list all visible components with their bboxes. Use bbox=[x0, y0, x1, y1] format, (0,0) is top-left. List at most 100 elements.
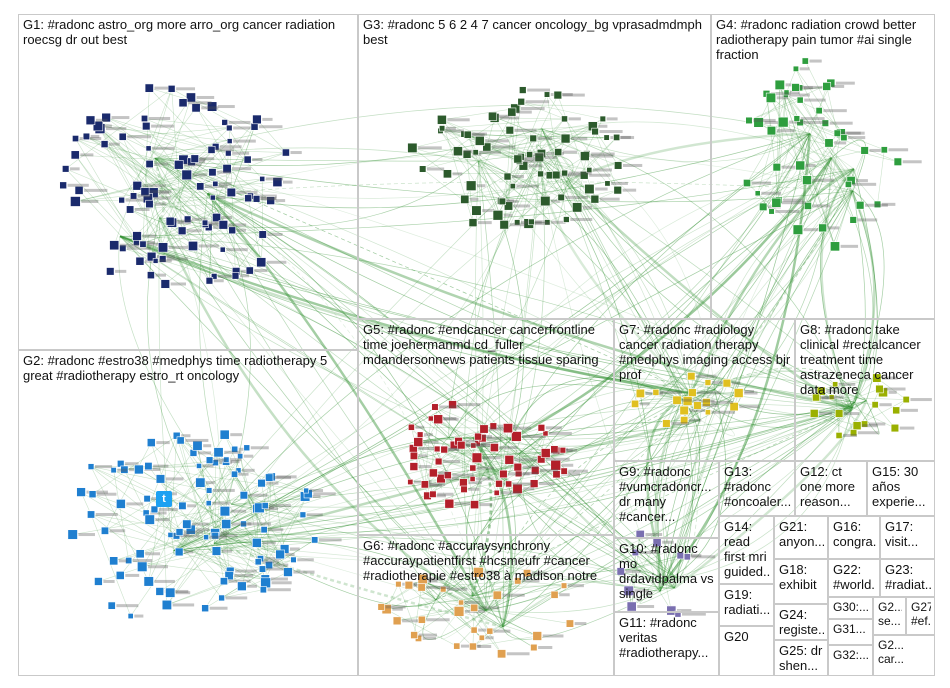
node[interactable] bbox=[499, 220, 509, 230]
node[interactable] bbox=[890, 423, 900, 433]
node[interactable] bbox=[586, 167, 593, 173]
node[interactable] bbox=[505, 126, 514, 135]
node[interactable] bbox=[140, 187, 150, 197]
node[interactable] bbox=[178, 501, 187, 510]
node[interactable] bbox=[237, 581, 247, 591]
node[interactable] bbox=[429, 468, 438, 478]
node[interactable] bbox=[145, 145, 152, 152]
node[interactable] bbox=[434, 457, 443, 466]
node[interactable] bbox=[437, 114, 447, 125]
node[interactable] bbox=[205, 456, 214, 464]
node[interactable] bbox=[174, 160, 184, 170]
node[interactable] bbox=[599, 115, 606, 123]
node[interactable] bbox=[118, 132, 127, 141]
node[interactable] bbox=[165, 587, 176, 598]
node[interactable] bbox=[413, 437, 424, 447]
node[interactable] bbox=[604, 180, 611, 187]
node[interactable] bbox=[118, 196, 125, 204]
node[interactable] bbox=[257, 478, 266, 488]
node[interactable] bbox=[420, 480, 429, 489]
node[interactable] bbox=[244, 194, 253, 203]
node[interactable] bbox=[259, 176, 266, 182]
node[interactable] bbox=[526, 151, 533, 158]
node[interactable] bbox=[561, 169, 568, 177]
node[interactable] bbox=[543, 91, 551, 98]
node[interactable] bbox=[221, 519, 232, 529]
node[interactable] bbox=[768, 208, 775, 215]
node[interactable] bbox=[431, 403, 439, 411]
node[interactable] bbox=[550, 445, 559, 454]
node[interactable] bbox=[537, 424, 546, 432]
node[interactable] bbox=[196, 463, 202, 469]
node[interactable] bbox=[72, 135, 79, 142]
node[interactable] bbox=[252, 537, 262, 548]
node[interactable] bbox=[507, 107, 517, 117]
node[interactable] bbox=[408, 423, 415, 431]
node[interactable] bbox=[802, 175, 812, 185]
node[interactable] bbox=[565, 619, 574, 628]
node[interactable] bbox=[208, 168, 217, 177]
node[interactable] bbox=[192, 440, 203, 451]
node[interactable] bbox=[470, 626, 478, 634]
node[interactable] bbox=[470, 500, 479, 510]
node[interactable] bbox=[155, 474, 166, 484]
node[interactable] bbox=[88, 490, 97, 499]
node[interactable] bbox=[513, 462, 523, 472]
node[interactable] bbox=[245, 266, 254, 275]
node[interactable] bbox=[219, 577, 228, 586]
node[interactable] bbox=[183, 215, 192, 223]
node[interactable] bbox=[159, 255, 167, 263]
node[interactable] bbox=[74, 186, 84, 195]
node[interactable] bbox=[444, 498, 455, 509]
node[interactable] bbox=[490, 443, 499, 452]
node[interactable] bbox=[303, 487, 309, 494]
node[interactable] bbox=[94, 577, 103, 586]
node[interactable] bbox=[219, 246, 226, 253]
node[interactable] bbox=[407, 478, 414, 485]
node[interactable] bbox=[100, 140, 109, 148]
node[interactable] bbox=[892, 406, 901, 415]
node[interactable] bbox=[282, 148, 290, 157]
node[interactable] bbox=[880, 146, 888, 154]
node[interactable] bbox=[239, 491, 248, 500]
node[interactable] bbox=[469, 476, 476, 482]
node[interactable] bbox=[144, 83, 154, 93]
node[interactable] bbox=[433, 414, 444, 425]
node[interactable] bbox=[453, 146, 463, 157]
node[interactable] bbox=[207, 145, 216, 154]
node[interactable] bbox=[801, 57, 809, 65]
node[interactable] bbox=[474, 432, 482, 441]
node[interactable] bbox=[833, 129, 841, 137]
node[interactable] bbox=[211, 546, 222, 556]
node[interactable] bbox=[793, 115, 801, 122]
node[interactable] bbox=[70, 196, 81, 207]
node[interactable] bbox=[254, 558, 262, 566]
node[interactable] bbox=[410, 631, 418, 639]
node[interactable] bbox=[311, 536, 319, 544]
node[interactable] bbox=[212, 213, 222, 222]
node[interactable] bbox=[743, 179, 751, 187]
node[interactable] bbox=[470, 603, 479, 612]
node[interactable] bbox=[272, 177, 283, 187]
node[interactable] bbox=[852, 421, 862, 431]
node[interactable] bbox=[137, 561, 148, 572]
node[interactable] bbox=[205, 500, 212, 507]
node[interactable] bbox=[584, 183, 595, 195]
node[interactable] bbox=[106, 267, 115, 276]
node[interactable] bbox=[623, 585, 634, 596]
node[interactable] bbox=[174, 547, 184, 557]
node[interactable] bbox=[557, 193, 565, 202]
node[interactable] bbox=[157, 242, 169, 253]
node[interactable] bbox=[240, 520, 247, 528]
node[interactable] bbox=[87, 510, 96, 519]
node[interactable] bbox=[243, 155, 252, 164]
node[interactable] bbox=[109, 240, 120, 251]
node[interactable] bbox=[440, 445, 448, 454]
node[interactable] bbox=[228, 226, 237, 235]
node[interactable] bbox=[207, 101, 218, 112]
node[interactable] bbox=[512, 483, 523, 494]
node[interactable] bbox=[443, 471, 452, 480]
node[interactable] bbox=[144, 514, 155, 525]
node[interactable] bbox=[514, 577, 522, 585]
node[interactable] bbox=[631, 548, 639, 557]
